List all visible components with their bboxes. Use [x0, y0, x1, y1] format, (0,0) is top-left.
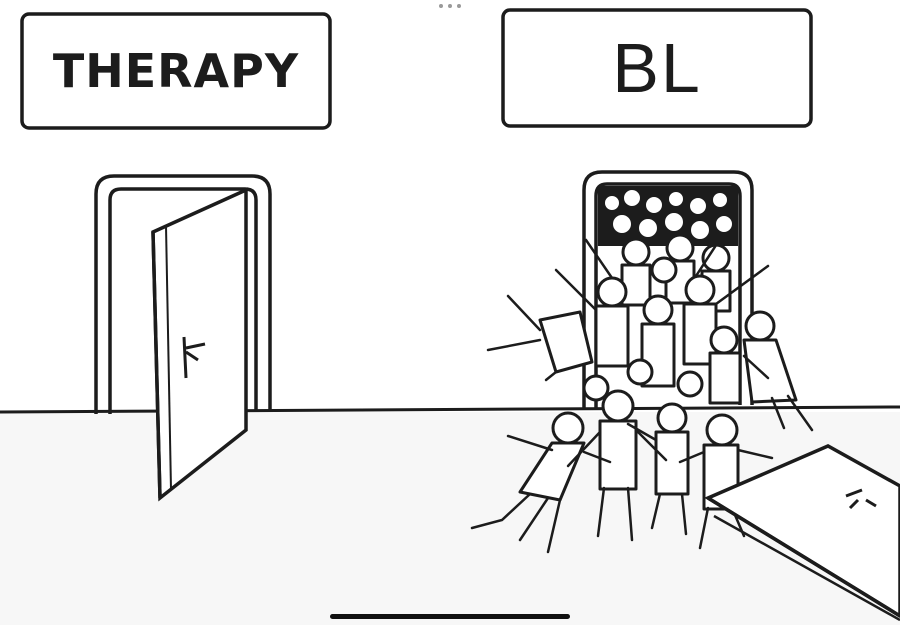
crowd-limbs: [470, 234, 814, 554]
door-handle-icon: [182, 336, 206, 379]
bl-doorway: [582, 170, 754, 408]
therapy-open-door: [151, 187, 248, 502]
crowd-figures: [518, 233, 798, 511]
therapy-sign: [20, 12, 332, 130]
dot: [448, 4, 452, 8]
dot: [439, 4, 443, 8]
more-dots-icon[interactable]: [439, 2, 461, 10]
therapy-doorway: [94, 174, 272, 414]
wall-floor-line: [0, 405, 900, 414]
crowd-interior: [598, 186, 738, 246]
home-indicator[interactable]: [330, 614, 570, 619]
fallen-door-handle-icon: [845, 488, 877, 510]
bl-fallen-door: [704, 444, 900, 622]
bl-sign: [501, 8, 813, 128]
dot: [457, 4, 461, 8]
